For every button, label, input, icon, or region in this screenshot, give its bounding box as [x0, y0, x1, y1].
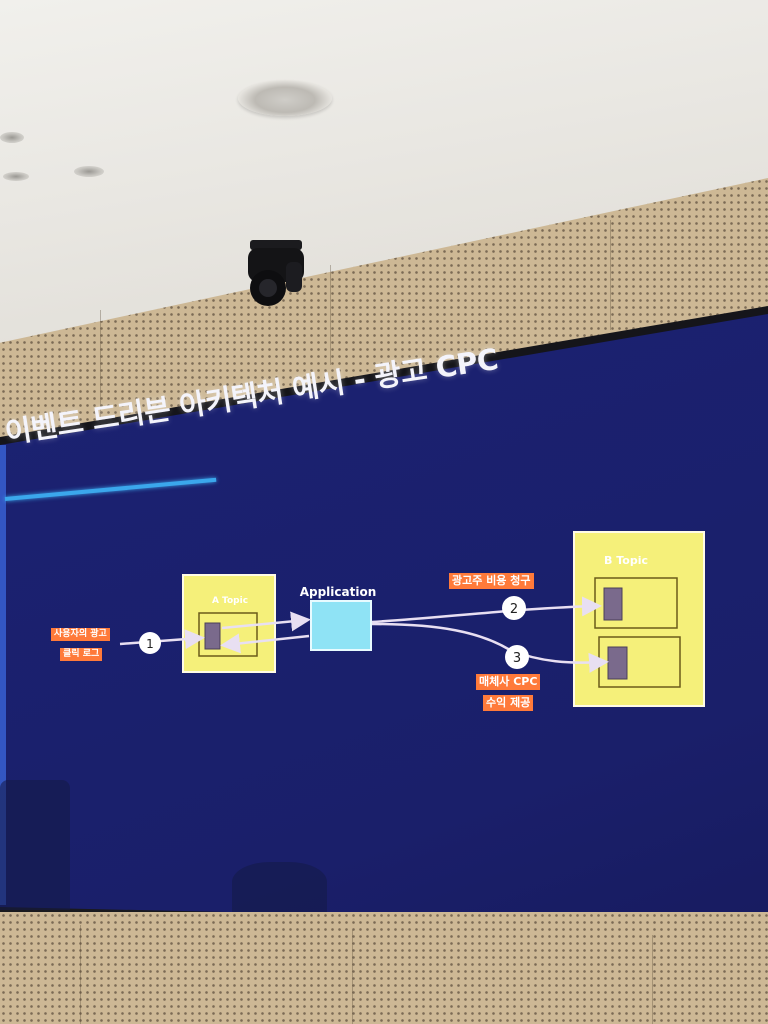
step-3-number: 3: [513, 651, 521, 666]
source-label-line1: 사용자의 광고: [54, 629, 107, 639]
publisher-label-line1: 매체사 CPC: [479, 675, 538, 688]
arrow-topic-a-to-app: [221, 611, 311, 632]
wall-seam: [100, 310, 101, 420]
audience-silhouette: [0, 780, 70, 910]
arrow-app-to-billing: [371, 596, 602, 624]
speaker-icon: [238, 80, 332, 116]
source-log-label: 사용자의 광고: [51, 628, 110, 641]
application-box: Application: [300, 585, 377, 651]
acoustic-wall-lower: [0, 912, 768, 1024]
camera-icon: [248, 240, 304, 306]
wall-seam: [80, 925, 81, 1024]
step-2-marker: 2: [502, 596, 526, 620]
publisher-label-line1-box: 매체사 CPC: [476, 674, 541, 690]
wall-seam: [352, 930, 353, 1024]
step-1-number: 1: [146, 637, 154, 651]
topic-a-label: A Topic: [212, 596, 248, 606]
billing-label: 광고주 비용 청구: [449, 573, 534, 589]
wall-seam: [652, 935, 653, 1024]
step-2-number: 2: [510, 602, 518, 617]
downlight: [3, 172, 29, 181]
topic-b-label: B Topic: [604, 554, 648, 567]
wall-seam: [610, 220, 611, 330]
source-log-label-line2: 클릭 로그: [60, 648, 103, 661]
source-label-line2: 클릭 로그: [63, 649, 100, 659]
application-label: Application: [300, 585, 377, 599]
publisher-label-line2: 수익 제공: [486, 696, 531, 709]
arrow-app-to-topic-a: [220, 633, 310, 654]
step-3-marker: 3: [505, 645, 529, 669]
step-1-marker: 1: [139, 632, 161, 654]
billing-label-text: 광고주 비용 청구: [452, 574, 531, 587]
topic-b-box: B Topic: [573, 531, 705, 707]
publisher-label-line2-box: 수익 제공: [483, 695, 534, 711]
screen-edge-glow: [0, 445, 6, 905]
arrow-app-to-publisher: [371, 622, 609, 673]
downlight: [74, 166, 104, 177]
wall-seam: [330, 265, 331, 365]
audience-silhouette: [232, 862, 327, 912]
downlight: [0, 132, 24, 143]
